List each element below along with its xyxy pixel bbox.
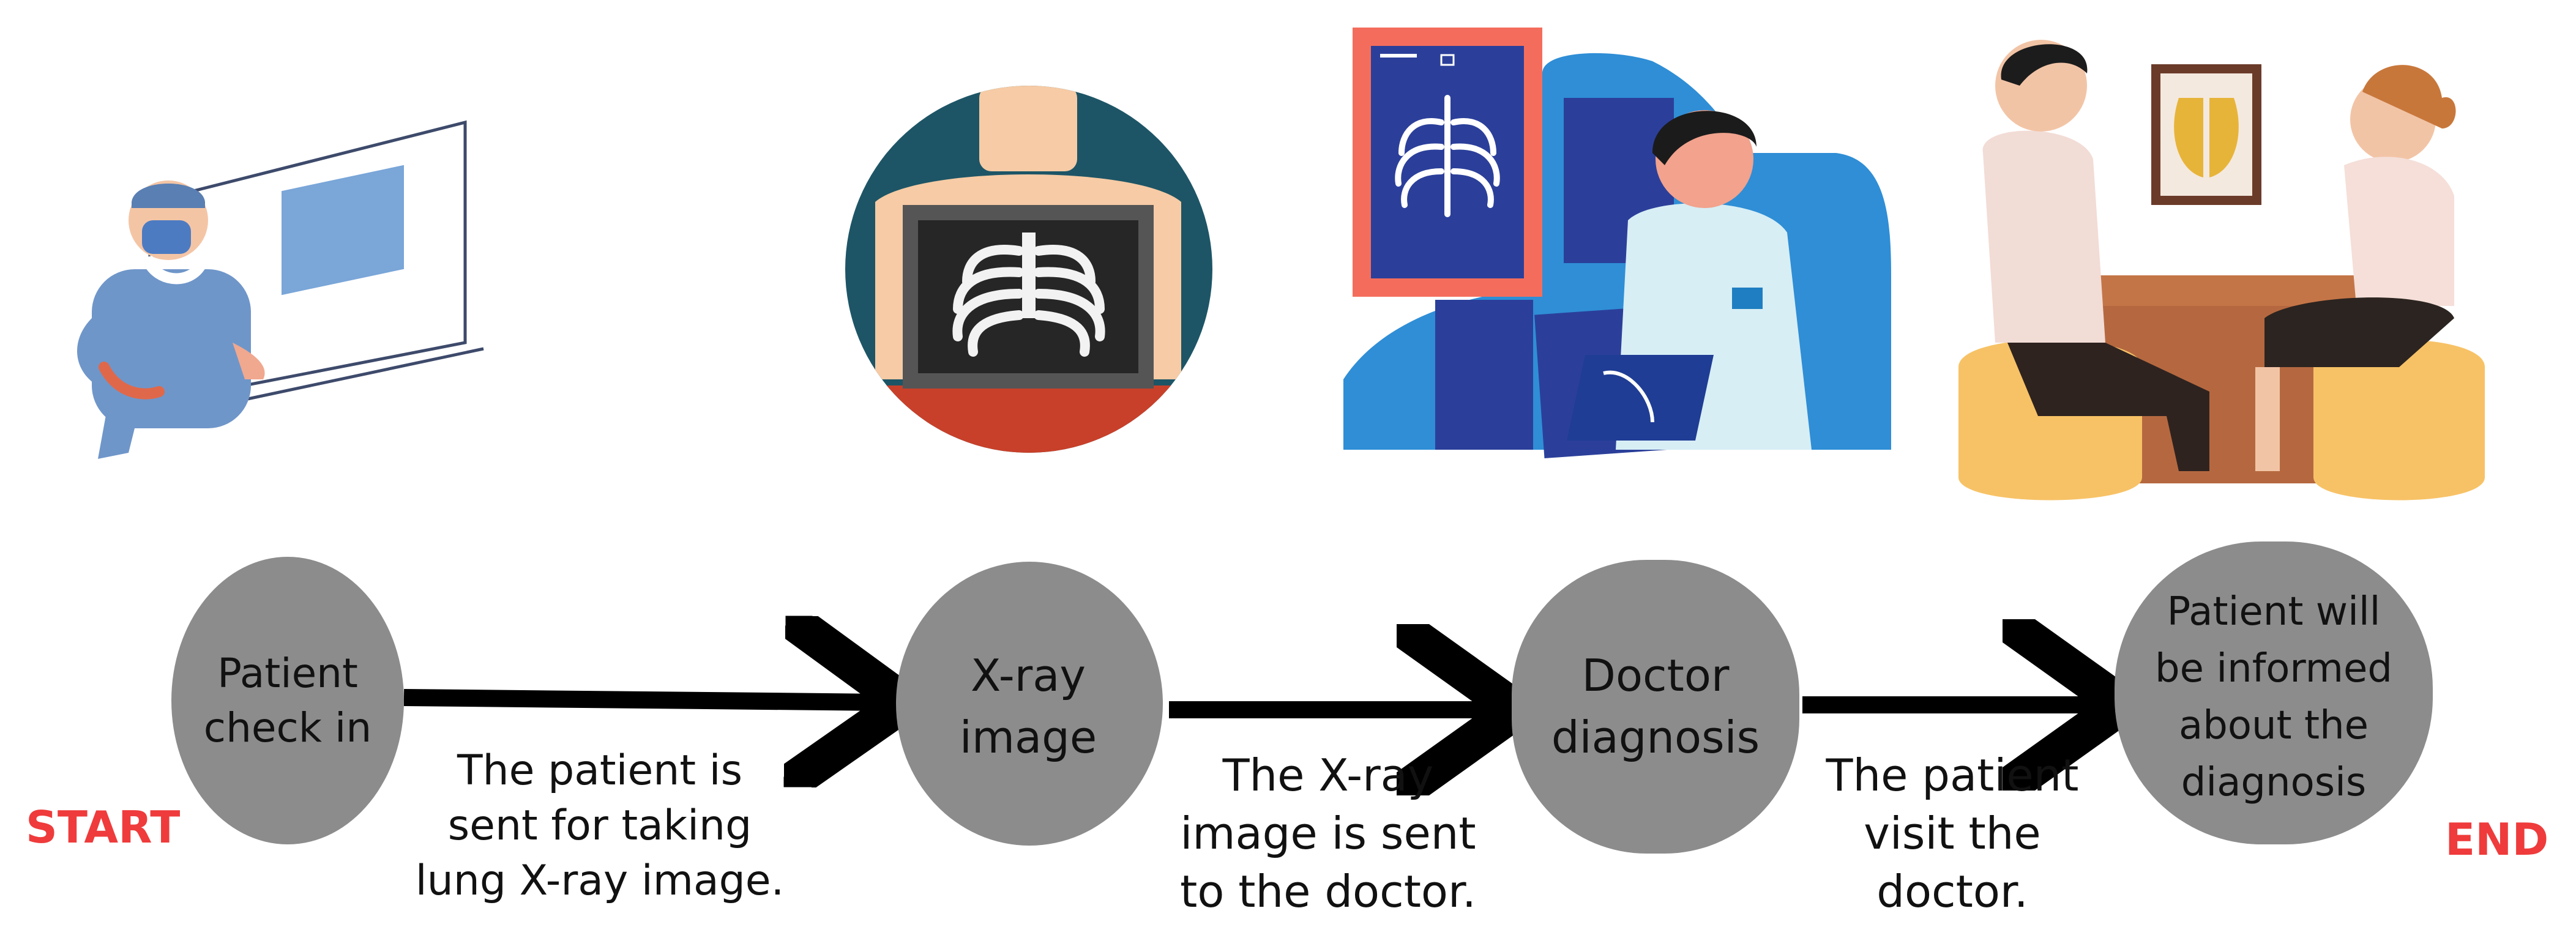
step-1-shape: [171, 557, 404, 844]
chest-xray-illustration: [845, 86, 1212, 453]
start-label: START: [26, 802, 181, 853]
transition-2-caption: The X-ray image is sent to the doctor.: [1180, 750, 1476, 918]
step-4-shape: [2115, 541, 2433, 844]
arrow-1: [403, 698, 887, 702]
step-4-label: Patient will be informed about the diagn…: [2155, 589, 2392, 805]
step-2-label: X-ray image: [959, 650, 1097, 763]
end-label: END: [2445, 814, 2549, 865]
step-3-label: Doctor diagnosis: [1551, 650, 1760, 763]
step-3-shape: [1512, 560, 1799, 854]
transition-3-caption: The patient visit the doctor.: [1826, 750, 2079, 918]
doctor-patient-consultation-illustration: [1958, 40, 2485, 501]
receptionist-at-counter-illustration: [77, 120, 484, 459]
transition-1-caption: The patient is sent for taking lung X-ra…: [415, 746, 785, 905]
step-1-label: Patient check in: [203, 649, 372, 751]
connector-arrows: [403, 698, 2105, 710]
process-nodes: [171, 541, 2433, 854]
step-2-shape: [896, 562, 1163, 846]
doctor-reviewing-xray-illustration: [1343, 28, 1891, 459]
